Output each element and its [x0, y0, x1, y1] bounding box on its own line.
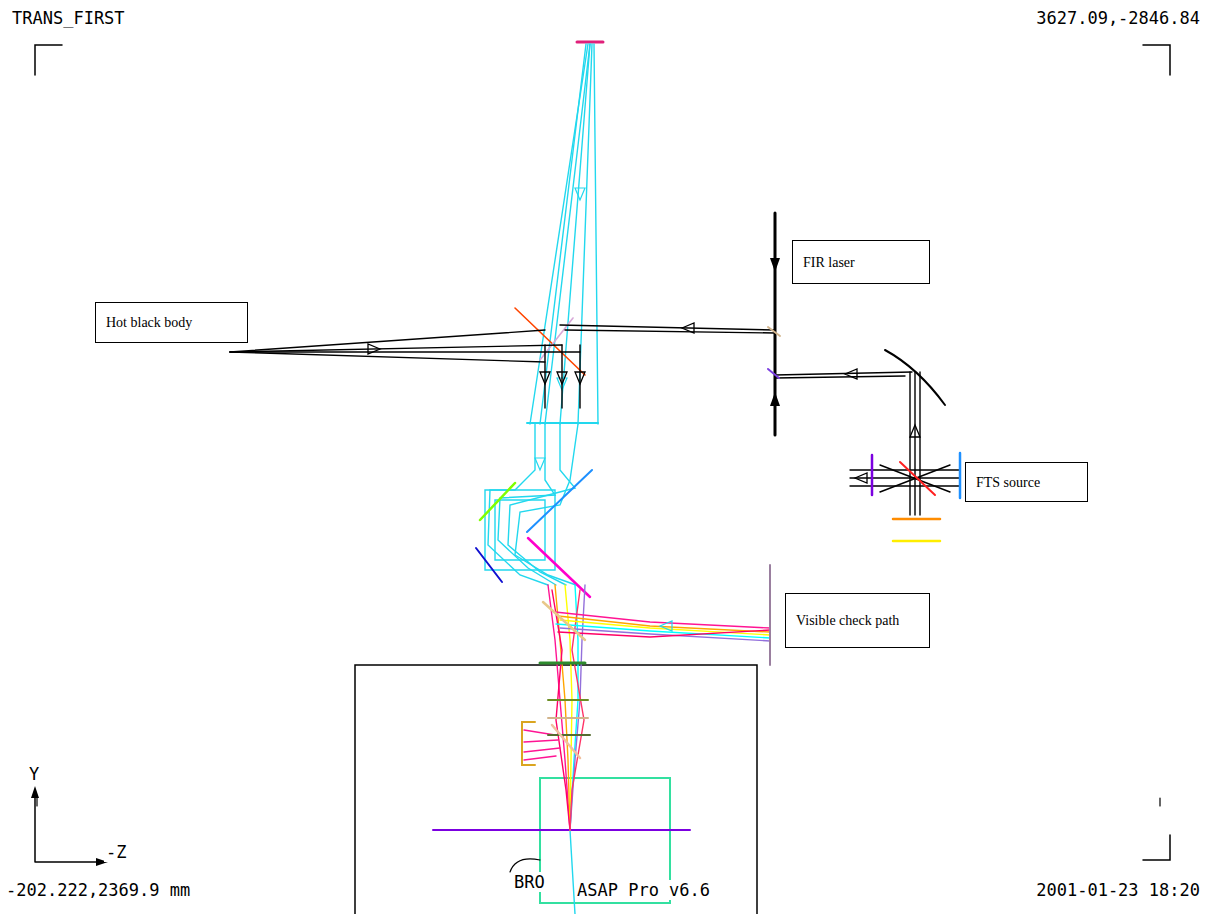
plot-annotation: -Z — [104, 842, 128, 862]
ray-arrow — [535, 458, 545, 470]
filter — [548, 734, 590, 736]
fts-mirror — [871, 455, 874, 495]
filter — [548, 699, 588, 701]
cyan-rays — [485, 44, 598, 914]
label-box: Hot black body — [95, 302, 248, 343]
beam-splitter — [543, 602, 585, 640]
mirror — [768, 369, 779, 378]
black-rays — [230, 325, 960, 515]
lens — [540, 662, 585, 665]
ray-arrow — [770, 392, 780, 406]
axis-arrow — [31, 786, 39, 798]
window — [433, 829, 690, 831]
plot-annotation: Y — [27, 764, 41, 784]
mirror — [527, 470, 592, 532]
mirror — [480, 483, 515, 520]
colour-rays — [524, 585, 770, 830]
axis-line — [35, 792, 103, 862]
beam-splitter — [515, 308, 585, 375]
curved-mirror — [885, 350, 945, 405]
plot-annotation: ASAP Pro v6.6 — [575, 880, 712, 900]
plot-annotation: BRO — [512, 872, 547, 892]
mirror — [476, 548, 502, 582]
plot-annotation: -202.222,2369.9 mm — [4, 880, 192, 900]
ray-arrow — [368, 323, 920, 483]
fts-beam-splitter — [900, 462, 935, 495]
mirror — [577, 41, 603, 44]
mirror — [768, 327, 780, 336]
ray-arrow — [575, 188, 585, 200]
label-box: FTS source — [965, 462, 1088, 502]
box-label: Hot black body — [106, 314, 237, 331]
ray-arrow — [770, 258, 780, 272]
logo-mark — [510, 859, 540, 872]
fts-source — [893, 518, 940, 521]
tick-mark — [37, 798, 1160, 806]
cryostat-outline — [355, 665, 757, 914]
label-box: Visible check path — [785, 593, 930, 648]
ray-arrow — [660, 621, 672, 631]
box-label: FTS source — [976, 474, 1077, 491]
lens — [527, 422, 598, 424]
beam-splitter — [552, 725, 580, 758]
plot-annotation: 3627.09,-2846.84 — [1034, 8, 1202, 28]
corner-bracket — [1143, 45, 1170, 75]
mount-bracket — [522, 722, 535, 765]
plot-annotation: 2001-01-23 18:20 — [1034, 880, 1202, 900]
box-label: Visible check path — [796, 612, 919, 629]
fts-source — [893, 540, 940, 543]
corner-bracket — [1143, 835, 1170, 860]
plot-annotation: TRANS_FIRST — [10, 8, 127, 28]
fts-mirror — [959, 453, 962, 498]
corner-bracket — [35, 45, 62, 75]
mirror — [528, 538, 590, 597]
label-box: FIR laser — [792, 240, 930, 284]
visible-port — [769, 565, 771, 665]
box-label: FIR laser — [803, 254, 919, 271]
filter — [548, 717, 588, 719]
